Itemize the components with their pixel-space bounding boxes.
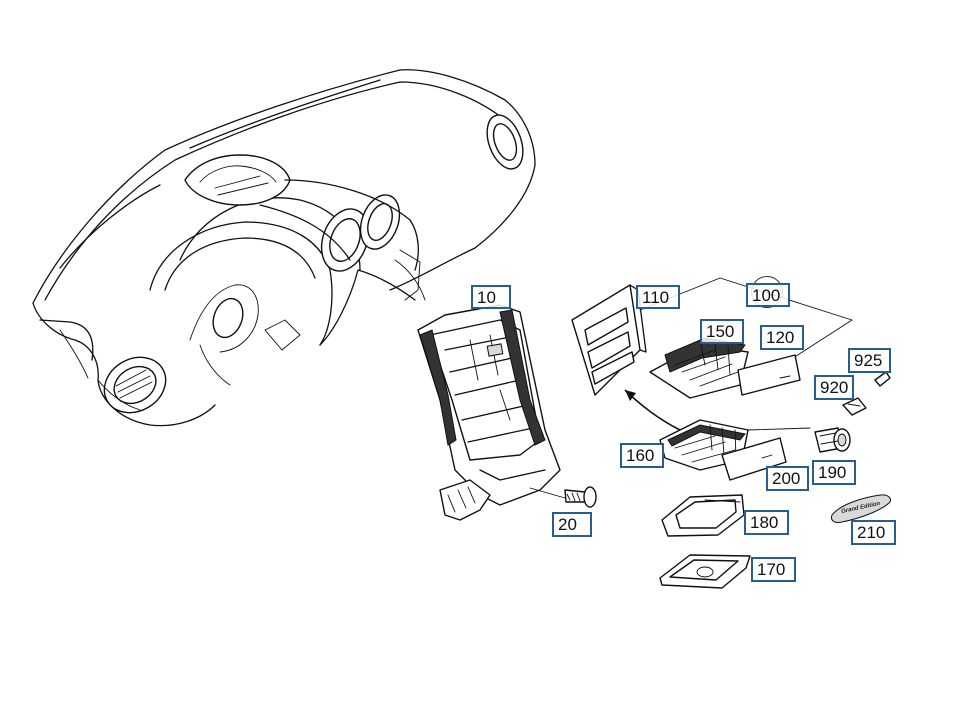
callout-150[interactable]: 150 [700, 319, 744, 344]
callout-925[interactable]: 925 [848, 348, 891, 373]
callout-label: 920 [820, 378, 849, 397]
callout-200[interactable]: 200 [766, 466, 809, 491]
callout-170[interactable]: 170 [751, 557, 796, 582]
part-190-socket [814, 427, 851, 453]
callout-110[interactable]: 110 [636, 285, 680, 309]
dashboard-illustration [32, 69, 536, 427]
callout-label: 200 [772, 469, 801, 488]
callout-label: 190 [818, 463, 847, 482]
parts-920-925-clips [842, 371, 891, 416]
part-110-trim-panel [571, 284, 647, 396]
callout-label: 180 [750, 513, 779, 532]
part-150-switch-unit [649, 337, 749, 399]
part-210-badge: Grand Edition [831, 494, 891, 523]
callout-label: 10 [477, 288, 496, 307]
callout-10[interactable]: 10 [471, 285, 511, 309]
part-170-mat [659, 554, 751, 589]
part-120-cover [737, 354, 801, 396]
callout-label: 100 [752, 286, 781, 305]
callout-210[interactable]: 210 [851, 520, 896, 545]
callout-100[interactable]: 100 [746, 283, 790, 307]
callout-label: 210 [857, 523, 886, 542]
callout-label: 110 [642, 288, 670, 307]
callout-20[interactable]: 20 [552, 512, 592, 537]
callout-180[interactable]: 180 [744, 510, 789, 535]
callout-label: 170 [757, 560, 786, 579]
callout-190[interactable]: 190 [812, 460, 856, 485]
callout-160[interactable]: 160 [620, 443, 664, 468]
part-10-console-frame [417, 304, 561, 521]
part-20-screw [529, 486, 597, 508]
callout-label: 120 [766, 328, 795, 347]
callout-label: 160 [626, 446, 655, 465]
callout-label: 150 [706, 322, 735, 341]
callout-920[interactable]: 920 [814, 375, 854, 400]
part-180-tray [661, 494, 745, 537]
part-200-cover [721, 437, 787, 481]
callout-label: 20 [558, 515, 577, 534]
callout-120[interactable]: 120 [760, 325, 804, 350]
callout-label: 925 [854, 351, 883, 370]
